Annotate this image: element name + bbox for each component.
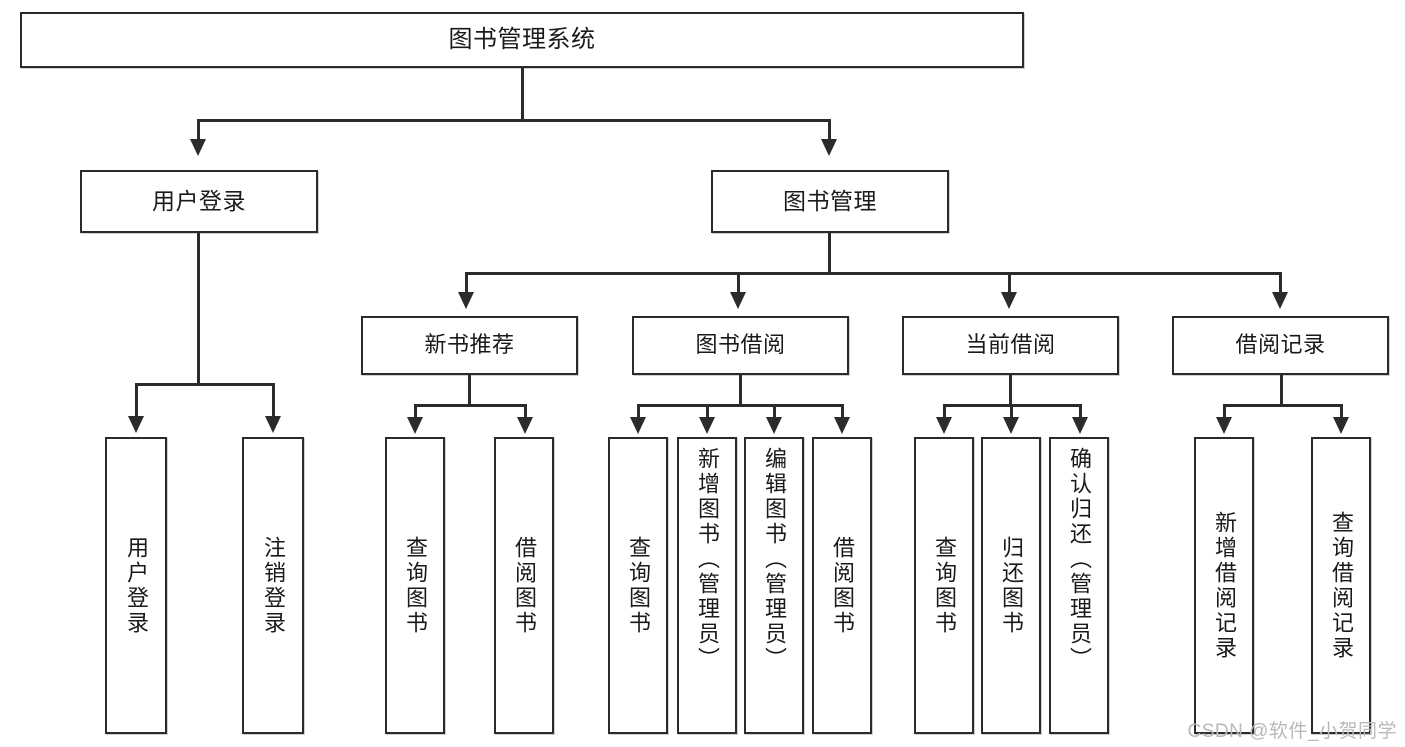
leaf-add-borrow-record[interactable]: 新增借阅记录 — [1194, 437, 1254, 734]
arrowhead-bb-leaf-1 — [630, 417, 646, 434]
node-user-login[interactable]: 用户登录 — [80, 170, 318, 233]
leaf-logout[interactable]: 注销登录 — [242, 437, 304, 734]
connector-bb-leaf-3 — [773, 404, 776, 419]
arrowhead-new-book-recommend — [458, 292, 474, 309]
leaf-label: 新增图书（管理员） — [695, 447, 720, 672]
connector-book-management-stem — [828, 233, 831, 273]
connector-to-borrow-records — [1279, 272, 1282, 294]
leaf-label: 查询图书 — [403, 535, 428, 636]
leaf-label: 确认归还（管理员） — [1067, 447, 1092, 672]
leaf-query-books-borrow[interactable]: 查询图书 — [608, 437, 668, 734]
node-current-borrow[interactable]: 当前借阅 — [902, 316, 1119, 375]
arrowhead-cb-leaf-1 — [936, 417, 952, 434]
node-label: 借阅记录 — [1235, 332, 1326, 358]
leaf-label: 新增借阅记录 — [1212, 510, 1237, 661]
connector-user-login-stem — [197, 233, 200, 384]
connector-to-book-borrow — [737, 272, 740, 294]
leaf-label: 注销登录 — [261, 535, 286, 636]
connector-root-to-user-login — [197, 119, 200, 141]
connector-nbr-leaf-1 — [414, 404, 417, 419]
leaf-query-books-current[interactable]: 查询图书 — [914, 437, 974, 734]
connector-root-to-book-management — [828, 119, 831, 141]
node-book-borrow[interactable]: 图书借阅 — [632, 316, 849, 375]
leaf-query-borrow-record[interactable]: 查询借阅记录 — [1311, 437, 1371, 734]
arrowhead-book-borrow — [730, 292, 746, 309]
connector-cb-leaf-3 — [1079, 404, 1082, 419]
connector-new-book-recommend-stem — [468, 375, 471, 406]
arrowhead-book-management — [821, 139, 837, 156]
connector-to-new-book-recommend — [465, 272, 468, 294]
connector-cb-leaf-1 — [943, 404, 946, 419]
arrowhead-current-borrow — [1001, 292, 1017, 309]
leaf-user-login[interactable]: 用户登录 — [105, 437, 167, 734]
connector-borrow-records-bus — [1223, 404, 1340, 407]
arrowhead-bb-leaf-4 — [834, 417, 850, 434]
connector-bb-leaf-1 — [637, 404, 640, 419]
connector-new-book-recommend-bus — [414, 404, 524, 407]
leaf-borrow-books-recommend[interactable]: 借阅图书 — [494, 437, 554, 734]
arrowhead-bb-leaf-3 — [766, 417, 782, 434]
node-book-management[interactable]: 图书管理 — [711, 170, 949, 233]
leaf-query-books-recommend[interactable]: 查询图书 — [385, 437, 445, 734]
connector-cb-leaf-2 — [1010, 404, 1013, 419]
arrowhead-cb-leaf-2 — [1003, 417, 1019, 434]
leaf-add-book-admin[interactable]: 新增图书（管理员） — [677, 437, 737, 734]
connector-br-leaf-1 — [1223, 404, 1226, 419]
node-new-book-recommend[interactable]: 新书推荐 — [361, 316, 578, 375]
connector-borrow-records-stem — [1280, 375, 1283, 406]
leaf-label: 编辑图书（管理员） — [762, 447, 787, 672]
connector-current-borrow-stem — [1009, 375, 1012, 406]
arrowhead-nbr-leaf-2 — [517, 417, 533, 434]
leaf-label: 查询图书 — [932, 535, 957, 636]
connector-user-login-bus — [135, 383, 272, 386]
arrowhead-cb-leaf-3 — [1072, 417, 1088, 434]
arrowhead-br-leaf-1 — [1216, 417, 1232, 434]
node-label: 用户登录 — [152, 187, 246, 214]
connector-user-login-leaf-2 — [272, 383, 275, 418]
connector-user-login-leaf-1 — [135, 383, 138, 418]
connector-bb-leaf-4 — [841, 404, 844, 419]
arrowhead-user-login — [190, 139, 206, 156]
node-label: 图书借阅 — [695, 332, 786, 358]
leaf-label: 用户登录 — [124, 535, 149, 636]
arrowhead-leaf-logout — [265, 416, 281, 433]
leaf-label: 归还图书 — [999, 535, 1024, 636]
node-label: 图书管理系统 — [448, 25, 596, 53]
arrowhead-bb-leaf-2 — [699, 417, 715, 434]
arrowhead-nbr-leaf-1 — [407, 417, 423, 434]
connector-root-bus — [197, 119, 829, 122]
node-book-management-system[interactable]: 图书管理系统 — [20, 12, 1024, 68]
leaf-label: 借阅图书 — [512, 535, 537, 636]
connector-nbr-leaf-2 — [524, 404, 527, 419]
connector-br-leaf-2 — [1340, 404, 1343, 419]
connector-book-borrow-bus — [637, 404, 844, 407]
leaf-confirm-return-admin[interactable]: 确认归还（管理员） — [1049, 437, 1109, 734]
arrowhead-borrow-records — [1272, 292, 1288, 309]
connector-level3-bus — [465, 272, 1282, 275]
leaf-label: 查询图书 — [626, 535, 651, 636]
connector-root-stem — [521, 68, 524, 120]
arrowhead-br-leaf-2 — [1333, 417, 1349, 434]
leaf-label: 查询借阅记录 — [1329, 510, 1354, 661]
node-label: 图书管理 — [783, 187, 877, 214]
leaf-edit-book-admin[interactable]: 编辑图书（管理员） — [744, 437, 804, 734]
leaf-return-books[interactable]: 归还图书 — [981, 437, 1041, 734]
arrowhead-leaf-user-login — [128, 416, 144, 433]
node-borrow-records[interactable]: 借阅记录 — [1172, 316, 1389, 375]
connector-bb-leaf-2 — [706, 404, 709, 419]
leaf-borrow-books[interactable]: 借阅图书 — [812, 437, 872, 734]
node-label: 新书推荐 — [424, 332, 515, 358]
leaf-label: 借阅图书 — [830, 535, 855, 636]
node-label: 当前借阅 — [965, 332, 1056, 358]
connector-book-borrow-stem — [739, 375, 742, 406]
connector-to-current-borrow — [1008, 272, 1011, 294]
